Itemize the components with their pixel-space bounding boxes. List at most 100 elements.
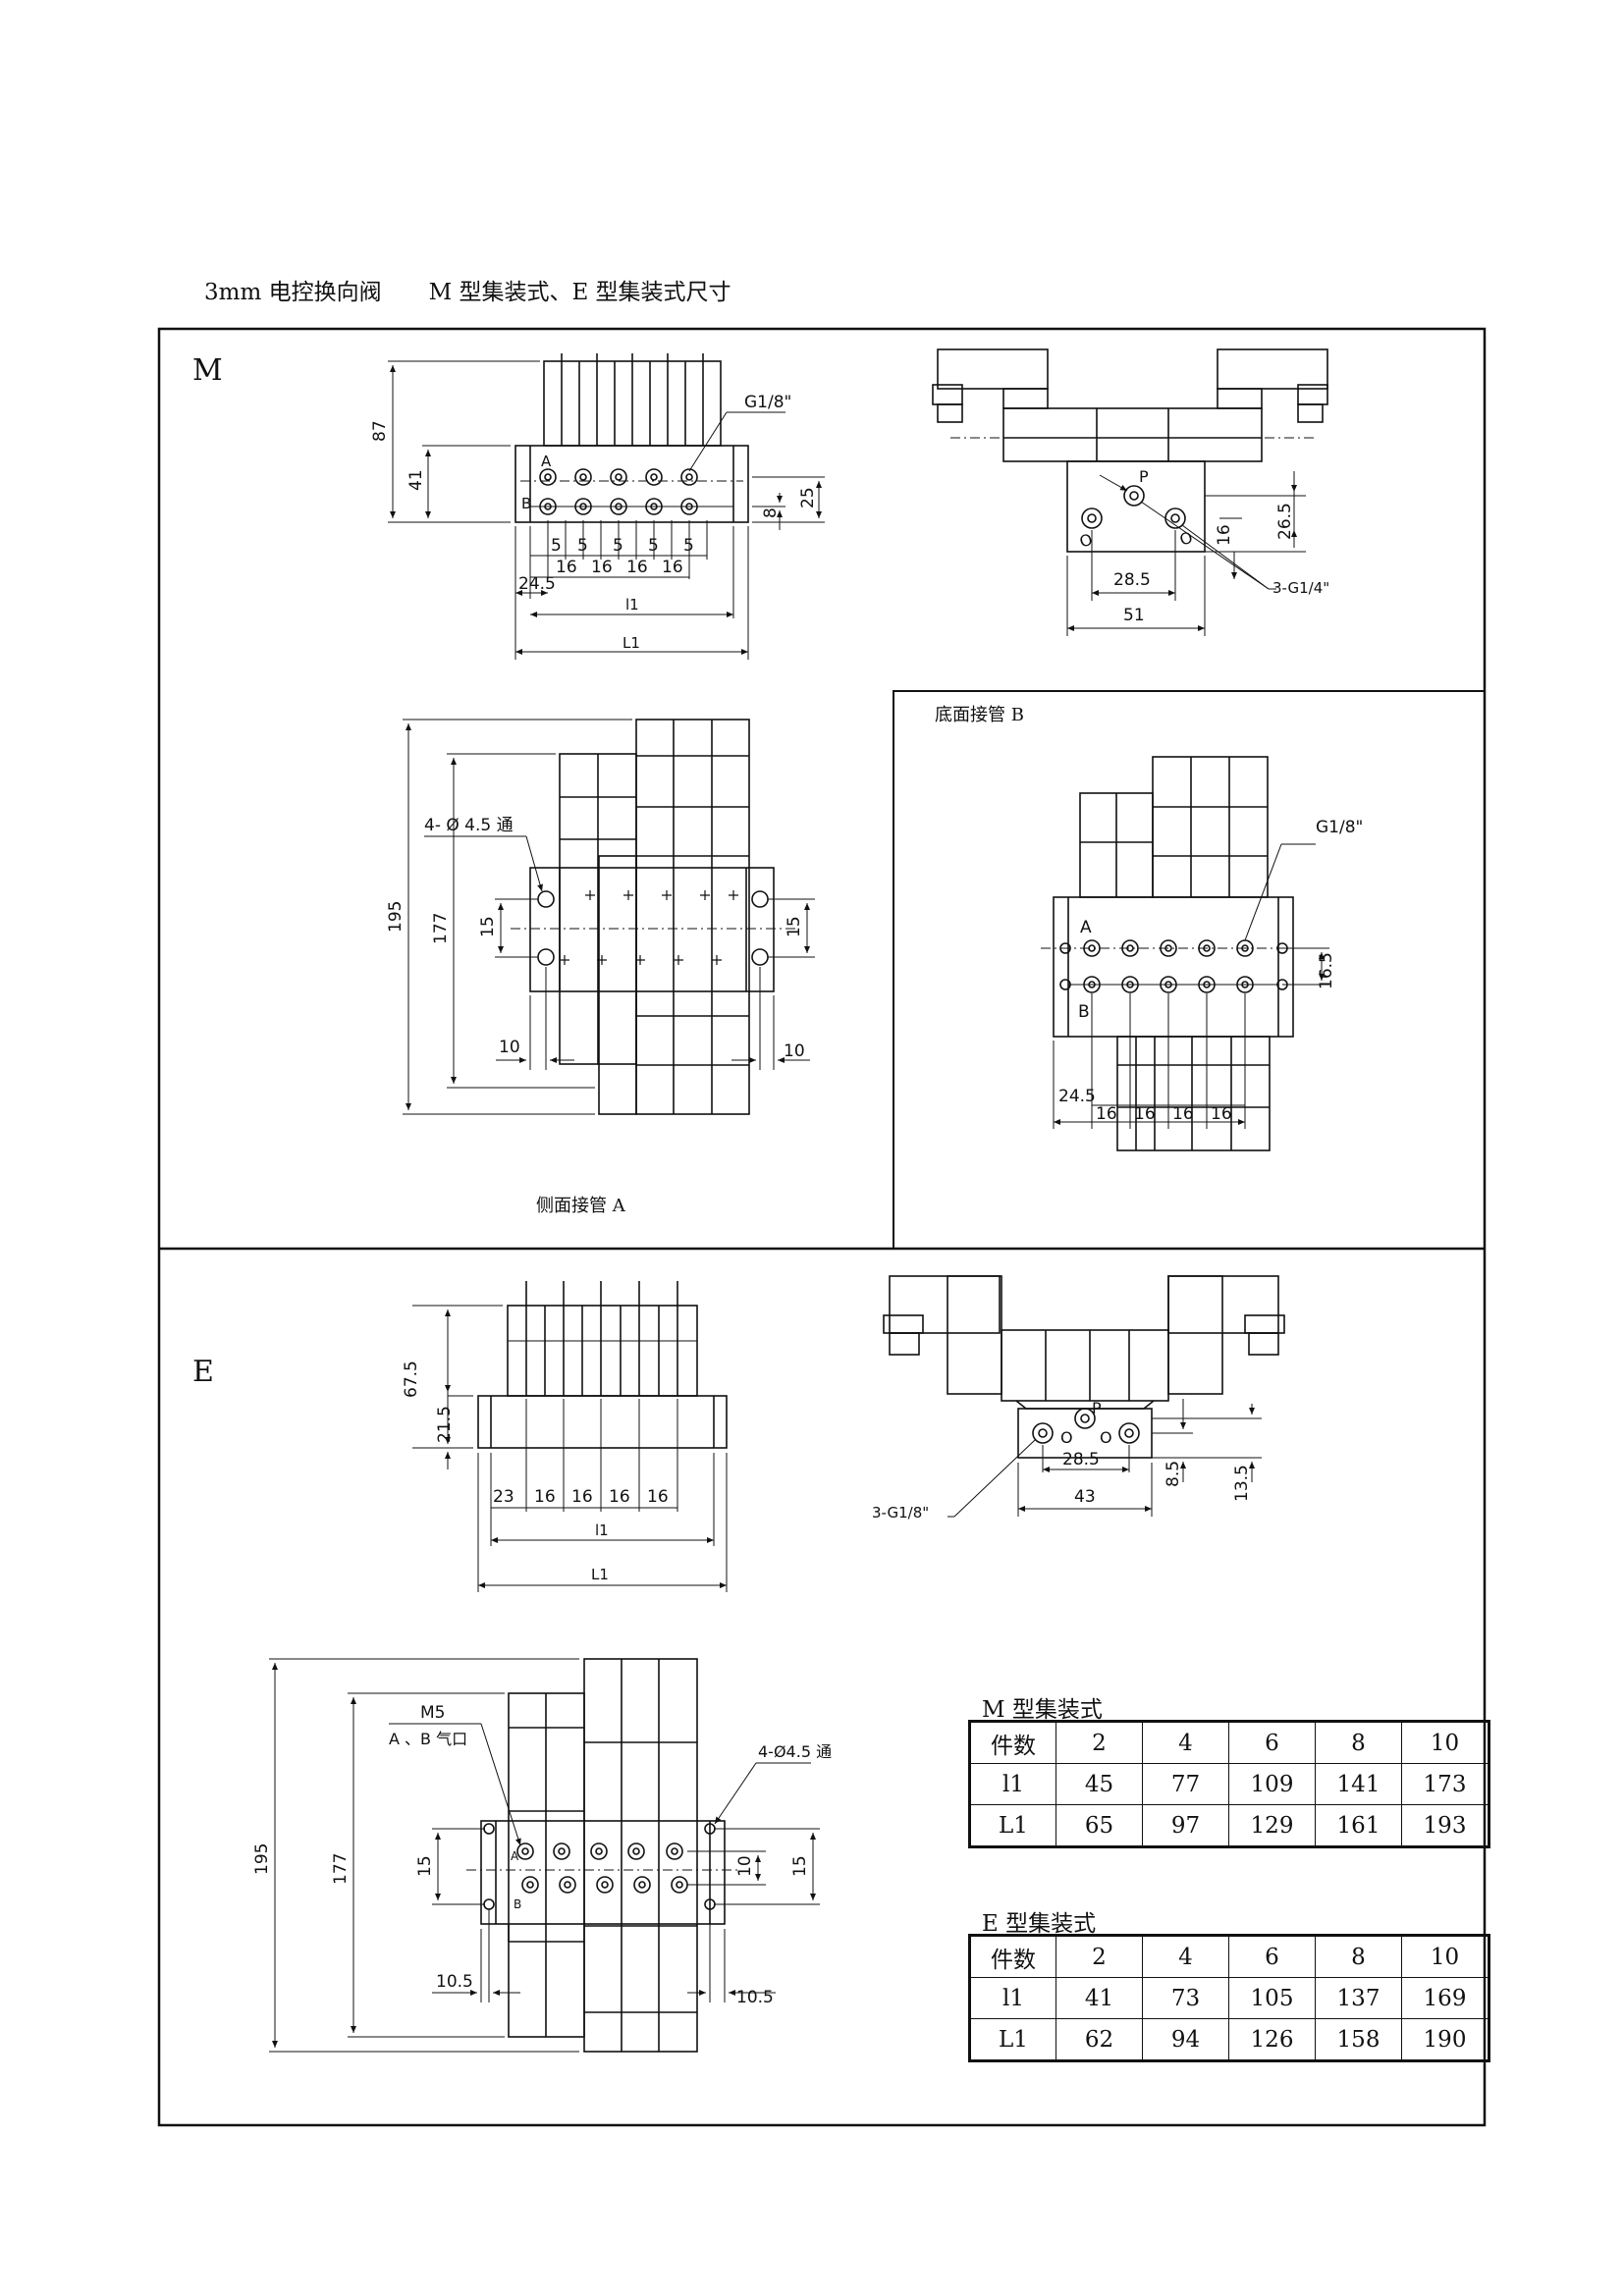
table-cell: 94 bbox=[1142, 2018, 1229, 2061]
dim-L1-e: L1 bbox=[591, 1566, 609, 1583]
table-cell: l1 bbox=[969, 1977, 1056, 2019]
label-p-e: P bbox=[1092, 1399, 1102, 1417]
m-top-crosses bbox=[560, 890, 738, 965]
label-a-e: A bbox=[511, 1849, 519, 1863]
dim-26-5: 26.5 bbox=[1275, 503, 1295, 540]
dim-16d-e: 16 bbox=[647, 1487, 669, 1507]
m-top-view bbox=[511, 719, 795, 1115]
table-row: l1 45 77 109 141 173 bbox=[969, 1763, 1489, 1805]
table-row: l1 41 73 105 137 169 bbox=[969, 1977, 1489, 2019]
e-side-labels: P O O 28.5 43 8.5 13.5 3-G1/8" bbox=[872, 1399, 1252, 1522]
title-part-1: 3mm 电控换向阀 bbox=[204, 280, 382, 305]
dim-87: 87 bbox=[370, 420, 390, 442]
dim-67-5: 67.5 bbox=[402, 1361, 421, 1398]
m-front-labels: 87 41 8 25 G1/8" A B 5 5 5 5 5 16 16 16 … bbox=[370, 393, 818, 652]
dim-16-5: 16.5 bbox=[1317, 952, 1336, 989]
dim-177: 177 bbox=[431, 913, 451, 944]
dim-16b-e: 16 bbox=[571, 1487, 593, 1507]
dim-16c-bottom: 16 bbox=[1172, 1104, 1194, 1124]
e-front-labels: 67.5 21.5 23 16 16 16 16 l1 L1 bbox=[402, 1361, 669, 1583]
table-m: 件数 2 4 6 8 10 l1 45 77 109 141 173 L1 65… bbox=[968, 1720, 1490, 1848]
e-top-labels: 195 177 15 15 10 10.5 10.5 M5 A 、B 气口 4-… bbox=[252, 1703, 832, 2007]
m-top-labels: 195 177 15 15 10 10 4- Ø 4.5 通 bbox=[386, 816, 805, 1061]
dim-16b-bottom: 16 bbox=[1134, 1104, 1156, 1124]
caption-bottom-port-b: 底面接管 B bbox=[935, 705, 1024, 725]
table-cell: 193 bbox=[1401, 1804, 1489, 1847]
table-cell: 169 bbox=[1401, 1977, 1489, 2019]
label-3-g14: 3-G1/4" bbox=[1272, 579, 1329, 597]
title-part-2: M 型集装式、E 型集装式尺寸 bbox=[428, 280, 731, 305]
dim-5b: 5 bbox=[577, 536, 588, 556]
dim-41: 41 bbox=[406, 469, 426, 491]
dim-5c: 5 bbox=[613, 536, 623, 556]
label-m5: M5 bbox=[420, 1703, 445, 1723]
dim-195: 195 bbox=[386, 901, 406, 933]
dim-16a-bottom: 16 bbox=[1096, 1104, 1117, 1124]
table-cell: 137 bbox=[1315, 1977, 1402, 2019]
dim-5d: 5 bbox=[648, 536, 659, 556]
table-cell: 4 bbox=[1142, 1721, 1229, 1764]
table-cell: 129 bbox=[1228, 1804, 1316, 1847]
dim-10-e: 10 bbox=[735, 1855, 755, 1877]
dim-15-right-e: 15 bbox=[790, 1855, 810, 1877]
dim-15-left-e: 15 bbox=[415, 1855, 435, 1877]
e-top-view bbox=[466, 1658, 741, 2053]
dim-15-right: 15 bbox=[785, 916, 804, 937]
dim-23: 23 bbox=[493, 1487, 514, 1507]
e-front-view bbox=[477, 1281, 728, 1449]
label-3-g18: 3-G1/8" bbox=[872, 1504, 929, 1522]
section-m-label: M bbox=[192, 353, 223, 388]
dim-8: 8 bbox=[761, 507, 781, 518]
dim-16a: 16 bbox=[556, 558, 577, 577]
dim-177-e: 177 bbox=[331, 1853, 351, 1885]
table-row: L1 65 97 129 161 193 bbox=[969, 1804, 1489, 1847]
dim-10-right: 10 bbox=[784, 1041, 805, 1061]
dim-15-left: 15 bbox=[478, 916, 498, 937]
table-cell: 105 bbox=[1228, 1977, 1316, 2019]
table-cell: L1 bbox=[969, 2018, 1056, 2061]
dim-5a: 5 bbox=[551, 536, 562, 556]
dim-10-left: 10 bbox=[499, 1038, 520, 1057]
m-front-view bbox=[514, 353, 749, 523]
dim-l1-e: l1 bbox=[595, 1522, 609, 1539]
m-front-ports bbox=[539, 468, 698, 515]
table-cell: 件数 bbox=[969, 1721, 1056, 1764]
table-cell: 65 bbox=[1056, 1804, 1143, 1847]
drawing-frame bbox=[157, 327, 1487, 2127]
label-o-right-e: O bbox=[1100, 1428, 1112, 1447]
table-cell: 10 bbox=[1401, 1935, 1489, 1978]
table-cell: 158 bbox=[1315, 2018, 1402, 2061]
table-cell: 141 bbox=[1315, 1763, 1402, 1805]
table-cell: 6 bbox=[1228, 1721, 1316, 1764]
dim-28-5: 28.5 bbox=[1113, 570, 1151, 590]
dim-16a-e: 16 bbox=[534, 1487, 556, 1507]
dim-16d: 16 bbox=[662, 558, 683, 577]
e-top-dimensions bbox=[269, 1658, 820, 2053]
m-side-dimensions bbox=[1066, 471, 1306, 636]
dim-195-e: 195 bbox=[252, 1843, 272, 1875]
label-a-bottom: A bbox=[1080, 918, 1092, 937]
dim-16c: 16 bbox=[626, 558, 648, 577]
table-cell: L1 bbox=[969, 1804, 1056, 1847]
table-cell: l1 bbox=[969, 1763, 1056, 1805]
dim-L1: L1 bbox=[623, 634, 640, 652]
table-cell: 6 bbox=[1228, 1935, 1316, 1978]
table-cell: 73 bbox=[1142, 1977, 1229, 2019]
e-side-view bbox=[883, 1275, 1285, 1459]
label-o-right: O bbox=[1177, 528, 1195, 550]
table-cell: 4 bbox=[1142, 1935, 1229, 1978]
dim-8-5: 8.5 bbox=[1164, 1461, 1183, 1487]
table-e: 件数 2 4 6 8 10 l1 41 73 105 137 169 L1 62… bbox=[968, 1934, 1490, 2062]
dim-16c-e: 16 bbox=[609, 1487, 630, 1507]
label-b-e: B bbox=[514, 1897, 521, 1911]
label-ab-ports: A 、B 气口 bbox=[389, 1730, 467, 1748]
e-top-ports bbox=[483, 1823, 716, 1910]
label-g18: G1/8" bbox=[744, 393, 791, 412]
dim-l1: l1 bbox=[625, 596, 639, 614]
dim-28-5-e: 28.5 bbox=[1062, 1450, 1100, 1469]
dim-16b: 16 bbox=[591, 558, 613, 577]
label-p: P bbox=[1139, 467, 1149, 486]
dim-10-5-right: 10.5 bbox=[736, 1988, 774, 2007]
label-b: B bbox=[521, 495, 531, 512]
dim-13-5: 13.5 bbox=[1232, 1465, 1252, 1502]
